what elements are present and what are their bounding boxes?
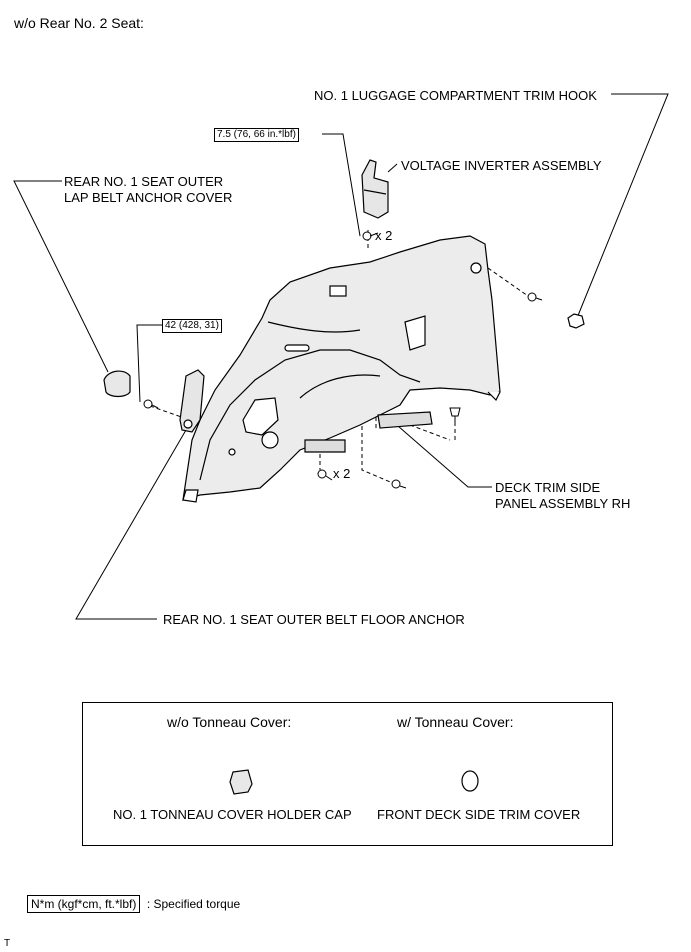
tonneau-cover-holder-cap <box>229 769 253 795</box>
voltage-inverter <box>361 159 389 219</box>
dash-hook-bolt <box>487 267 529 297</box>
leader-torque-anchor <box>136 324 162 403</box>
lower-clip-bolts <box>317 469 333 481</box>
torque-key-desc: : Specified torque <box>146 897 241 911</box>
label-trim-hook: NO. 1 LUGGAGE COMPARTMENT TRIM HOOK <box>314 88 597 103</box>
label-deck-trim-2: PANEL ASSEMBLY RH <box>495 496 631 511</box>
label-floor-anchor: REAR NO. 1 SEAT OUTER BELT FLOOR ANCHOR <box>163 612 465 627</box>
leader-deck-trim <box>397 425 492 488</box>
leader-voltage-inverter <box>387 163 398 173</box>
torque-key-unit: N*m (kgf*cm, ft.*lbf) <box>27 895 141 913</box>
hook-bolt <box>527 292 543 302</box>
qty-inverter: x 2 <box>375 228 393 243</box>
anchor-bolt <box>143 399 159 409</box>
legend-col2-title: w/ Tonneau Cover: <box>397 714 514 730</box>
right-clip <box>449 407 461 426</box>
label-lap-belt-cover-1: REAR NO. 1 SEAT OUTER <box>64 174 224 189</box>
tonneau-legend-box <box>82 702 613 846</box>
label-lap-belt-cover-2: LAP BELT ANCHOR COVER <box>64 190 233 205</box>
torque-inverter: 7.5 (76, 66 in.*lbf) <box>214 128 299 142</box>
legend-col1-title: w/o Tonneau Cover: <box>167 714 292 730</box>
torque-anchor: 42 (428, 31) <box>162 319 222 333</box>
lap-belt-anchor-cover <box>103 370 131 398</box>
deck-trim-side-panel <box>182 235 501 503</box>
page-title: w/o Rear No. 2 Seat: <box>14 15 144 31</box>
label-deck-trim-1: DECK TRIM SIDE <box>495 480 601 495</box>
qty-bolts: x 2 <box>333 466 351 481</box>
front-deck-side-trim-cover <box>461 770 479 792</box>
label-voltage-inverter: VOLTAGE INVERTER ASSEMBLY <box>401 158 602 173</box>
belt-floor-anchor <box>179 369 205 433</box>
footer-mark: T <box>4 938 11 949</box>
dash-center <box>361 286 396 485</box>
legend-col2-part: FRONT DECK SIDE TRIM COVER <box>377 807 581 822</box>
leader-floor-anchor <box>75 429 187 620</box>
legend-col1-part: NO. 1 TONNEAU COVER HOLDER CAP <box>113 807 352 822</box>
torque-key: N*m (kgf*cm, ft.*lbf) : Specified torque <box>27 895 240 913</box>
leader-lap-belt-cover <box>13 180 109 373</box>
deck-bolt <box>391 479 407 489</box>
trim-hook-part <box>567 313 585 329</box>
leader-trim-hook <box>576 93 669 319</box>
dash-deck <box>409 424 451 441</box>
leader-torque-inverter <box>322 133 361 237</box>
inverter-bolt <box>362 231 379 241</box>
